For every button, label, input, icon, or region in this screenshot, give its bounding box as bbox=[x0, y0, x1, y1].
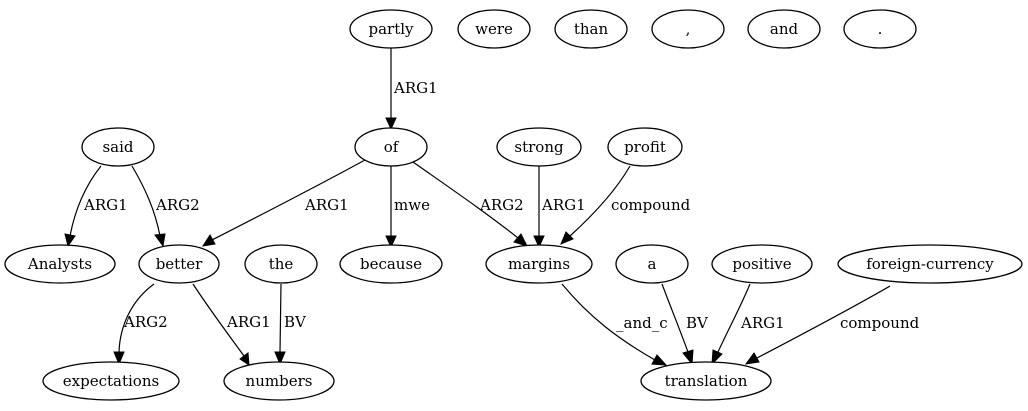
svg-text:foreign-currency: foreign-currency bbox=[866, 255, 994, 273]
edge-label: ARG1 bbox=[83, 196, 128, 214]
node-and: and bbox=[747, 9, 821, 49]
node-expectations: expectations bbox=[42, 361, 180, 401]
edge-of-margins: ARG2 bbox=[412, 161, 528, 247]
edge-label: BV bbox=[284, 313, 307, 331]
node-were: were bbox=[457, 9, 531, 49]
node-positive: positive bbox=[711, 244, 813, 284]
svg-text:a: a bbox=[648, 255, 657, 273]
node-the: the bbox=[244, 244, 318, 284]
node-margins: margins bbox=[485, 244, 593, 284]
edge-strong-margins: ARG1 bbox=[533, 166, 586, 249]
svg-text:and: and bbox=[770, 20, 799, 38]
svg-text:profit: profit bbox=[624, 138, 666, 156]
svg-text:Analysts: Analysts bbox=[27, 255, 92, 273]
node-strong: strong bbox=[496, 127, 582, 167]
edge-margins-translation: _and_c bbox=[561, 283, 668, 366]
node-better: better bbox=[138, 244, 220, 284]
edge-said-analysts: ARG1 bbox=[64, 165, 128, 248]
edge-profit-margins: compound bbox=[560, 165, 691, 245]
edge-label: ARG1 bbox=[740, 314, 785, 332]
node-numbers: numbers bbox=[223, 361, 335, 401]
edge-better-numbers: ARG1 bbox=[192, 283, 271, 366]
node-analysts: Analysts bbox=[4, 244, 116, 284]
svg-text:positive: positive bbox=[732, 255, 791, 273]
node-comma: , bbox=[651, 9, 725, 49]
edge-label: ARG1 bbox=[393, 79, 438, 97]
svg-text:.: . bbox=[878, 20, 883, 38]
svg-text:expectations: expectations bbox=[63, 372, 159, 390]
edge-label: mwe bbox=[394, 196, 430, 214]
svg-text:the: the bbox=[269, 255, 294, 273]
node-than: than bbox=[554, 9, 628, 49]
svg-text:translation: translation bbox=[665, 372, 748, 390]
svg-text:numbers: numbers bbox=[246, 372, 313, 390]
svg-text:strong: strong bbox=[514, 138, 564, 156]
edge-label: compound bbox=[840, 314, 920, 332]
node-translation: translation bbox=[640, 361, 772, 401]
node-foreign-currency: foreign-currency bbox=[837, 244, 1023, 284]
edge-label: ARG1 bbox=[226, 313, 271, 331]
edge-the-numbers: BV bbox=[274, 283, 307, 366]
svg-text:better: better bbox=[156, 255, 203, 273]
svg-text:because: because bbox=[360, 255, 422, 273]
svg-text:said: said bbox=[102, 138, 133, 156]
edge-partly-of: ARG1 bbox=[385, 48, 438, 131]
svg-text:margins: margins bbox=[508, 255, 570, 273]
edge-label: ARG1 bbox=[304, 196, 349, 214]
svg-text:,: , bbox=[686, 20, 691, 38]
edge-a-translation: BV bbox=[661, 283, 709, 366]
node-said: said bbox=[81, 127, 155, 167]
edge-better-expectations: ARG2 bbox=[113, 283, 168, 366]
node-of: of bbox=[354, 127, 428, 167]
edge-positive-translation: ARG1 bbox=[711, 283, 785, 366]
edge-label: compound bbox=[611, 196, 691, 214]
node-partly: partly bbox=[349, 9, 433, 49]
node-a: a bbox=[615, 244, 689, 284]
edge-label: ARG2 bbox=[123, 313, 168, 331]
edge-of-because: mwe bbox=[385, 166, 430, 249]
svg-text:were: were bbox=[475, 20, 513, 38]
node-period: . bbox=[843, 9, 917, 49]
svg-text:partly: partly bbox=[368, 20, 414, 38]
svg-text:than: than bbox=[574, 20, 609, 38]
svg-text:of: of bbox=[384, 138, 400, 156]
edge-said-better: ARG2 bbox=[131, 165, 200, 248]
edge-label: ARG2 bbox=[155, 196, 200, 214]
edge-foreign-currency-translation: compound bbox=[744, 285, 920, 365]
edge-of-better: ARG1 bbox=[201, 159, 366, 247]
edge-label: _and_c bbox=[616, 314, 668, 332]
edge-label: ARG1 bbox=[541, 196, 586, 214]
edge-label: BV bbox=[686, 314, 709, 332]
node-profit: profit bbox=[607, 127, 683, 167]
node-because: because bbox=[339, 244, 443, 284]
edge-label: ARG2 bbox=[479, 196, 524, 214]
